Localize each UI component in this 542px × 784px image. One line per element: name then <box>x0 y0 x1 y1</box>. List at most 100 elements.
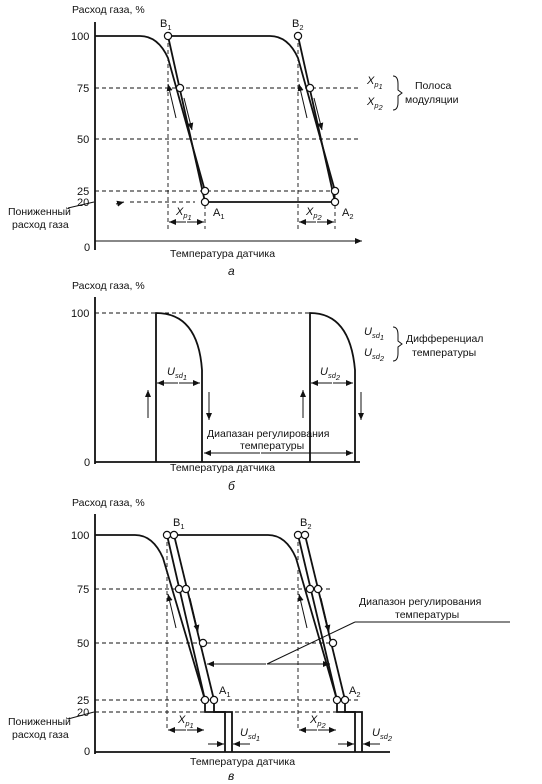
panel-a-node-b2 <box>293 31 303 41</box>
panel-a-node-a2 <box>330 197 340 207</box>
panel-c-label-b1: B1 <box>173 517 185 531</box>
panel-c-step-2b <box>344 700 363 752</box>
panel-b-usd1-label: Usd1 <box>167 366 187 382</box>
panel-c-reduced-label-line1: Пониженный <box>8 716 71 728</box>
panel-a-node-2-75 <box>305 83 315 93</box>
panel-b-range-label-line1: Диапазан регулирования <box>207 428 329 440</box>
panel-b-legend-text-2: температуры <box>412 347 476 359</box>
panel-a-legend-text-2: модуляции <box>405 94 459 106</box>
panel-c-node-1-25a <box>200 695 210 705</box>
panel-a-legend-brace <box>392 75 403 111</box>
panel-a-label-a2: A2 <box>342 207 354 221</box>
panel-c-usd1-label: Usd1 <box>240 727 260 743</box>
panel-c-xp1-label: Xp1 <box>177 714 194 730</box>
panel-c-node-2-25b <box>340 695 350 705</box>
panel-a-label-b2: B2 <box>292 18 304 32</box>
panel-a-caption: а <box>228 264 235 278</box>
panel-c-arrow-down-1 <box>189 597 200 633</box>
panel-c-node-2-75b <box>313 584 323 594</box>
panel-c-curve-2a <box>174 534 338 701</box>
panel-c-curve-2c <box>304 534 346 701</box>
panel-a-legend-text-1: Полоса <box>415 80 451 92</box>
panel-c-step-1b <box>213 700 233 752</box>
panel-c-curve-1a <box>95 534 206 701</box>
panel-c-tick-20: 20 <box>77 707 89 719</box>
panel-a-line-2 <box>297 35 336 203</box>
panel-c-node-2-25a <box>332 695 342 705</box>
panel-c-node-b2a <box>293 530 303 540</box>
panel-c-arrow-down-2 <box>320 597 331 633</box>
panel-c-curve-1c <box>173 534 215 701</box>
panel-a-xp1-label: Xp1 <box>175 206 192 222</box>
panel-c-node-1-75a <box>174 584 184 594</box>
panel-a-line-1 <box>167 35 206 203</box>
panel-a-tick-20: 20 <box>77 197 89 209</box>
panel-b-caption: б <box>228 479 236 493</box>
panel-c: Расход газа, % 100 75 50 25 20 0 <box>8 497 510 783</box>
panel-b-legend-var2: Usd2 <box>364 347 385 363</box>
panel-a-tick-0: 0 <box>84 242 90 254</box>
panel-c-curve-2b <box>297 534 338 701</box>
panel-c-node-1-75b <box>181 584 191 594</box>
panel-a-arrow-down-2 <box>313 97 324 131</box>
panel-b-tick-0: 0 <box>84 457 90 469</box>
panel-a-reduced-label-line1: Пониженный <box>8 206 71 218</box>
panel-a-ylabel: Расход газа, % <box>72 4 145 16</box>
panel-a-reduced-pointer <box>67 201 95 209</box>
panel-a-legend-var1: Xp1 <box>366 75 383 91</box>
panel-c-label-a2: A2 <box>349 685 361 699</box>
panel-a-arrow-up-2 <box>297 83 308 119</box>
panel-b: Расход газа, % 100 0 Usd1 Usd2 Диапазан … <box>71 280 483 493</box>
panel-c-label-b2: B2 <box>300 517 312 531</box>
panel-a-tick-75: 75 <box>77 83 89 95</box>
panel-a-arrow-down-1 <box>183 97 194 131</box>
panel-c-xlabel: Температура датчика <box>190 756 295 768</box>
panel-c-range-pointer <box>266 621 356 665</box>
panel-c-tick-100: 100 <box>71 530 89 542</box>
panel-a-tick-25: 25 <box>77 186 89 198</box>
panel-b-legend-var1: Usd1 <box>364 326 384 342</box>
panel-b-range-label-line2: температуры <box>240 440 304 452</box>
panel-c-range-label-line2: температуры <box>395 609 459 621</box>
panel-a-node-1-25 <box>200 186 210 196</box>
panel-c-node-1-50 <box>198 638 208 648</box>
panel-a: Расход газа, % 100 75 50 25 20 0 <box>8 4 459 278</box>
panel-c-tick-75: 75 <box>77 584 89 596</box>
panel-c-node-2-50 <box>328 638 338 648</box>
panel-a-node-a1 <box>200 197 210 207</box>
panel-a-tick-50: 50 <box>77 134 89 146</box>
panel-a-curve-1-upper <box>95 35 206 192</box>
panel-a-xp2-label: Xp2 <box>305 206 323 222</box>
panel-a-arrow-up-1 <box>166 83 177 119</box>
panel-b-xlabel: Температура датчика <box>170 462 275 474</box>
panel-b-loop-1 <box>155 312 203 462</box>
panel-c-reduced-label-line2: расход газа <box>12 729 69 741</box>
panel-c-node-2-75a <box>305 584 315 594</box>
panel-c-arrow-up-2 <box>297 593 308 629</box>
panel-a-tick-100: 100 <box>71 31 89 43</box>
panel-c-curve-1b <box>166 534 206 701</box>
panel-a-reduced-label-line2: расход газа <box>12 219 69 231</box>
panel-b-usd2-label: Usd2 <box>320 366 341 382</box>
panel-c-ylabel: Расход газа, % <box>72 497 145 509</box>
panel-b-ylabel: Расход газа, % <box>72 280 145 292</box>
panel-a-node-2-25 <box>330 186 340 196</box>
panel-a-curve-2-upper <box>168 35 336 192</box>
panel-c-tick-0: 0 <box>84 746 90 758</box>
panel-a-label-b1: B1 <box>160 18 172 32</box>
panel-a-reduced-arrow <box>115 200 125 207</box>
panel-a-legend-var2: Xp2 <box>366 96 384 112</box>
panel-c-node-1-25b <box>209 695 219 705</box>
panel-c-label-a1: A1 <box>219 685 231 699</box>
panel-c-node-b1a <box>162 530 172 540</box>
panel-b-tick-100: 100 <box>71 308 89 320</box>
panel-a-label-a1: A1 <box>213 207 225 221</box>
panel-c-tick-50: 50 <box>77 638 89 650</box>
panel-a-node-b1 <box>163 31 173 41</box>
panel-b-loop-2 <box>309 312 356 462</box>
panel-b-legend-brace <box>392 326 403 362</box>
panel-c-caption: в <box>228 769 234 783</box>
panel-c-usd2-label: Usd2 <box>372 727 393 743</box>
panel-c-tick-25: 25 <box>77 695 89 707</box>
